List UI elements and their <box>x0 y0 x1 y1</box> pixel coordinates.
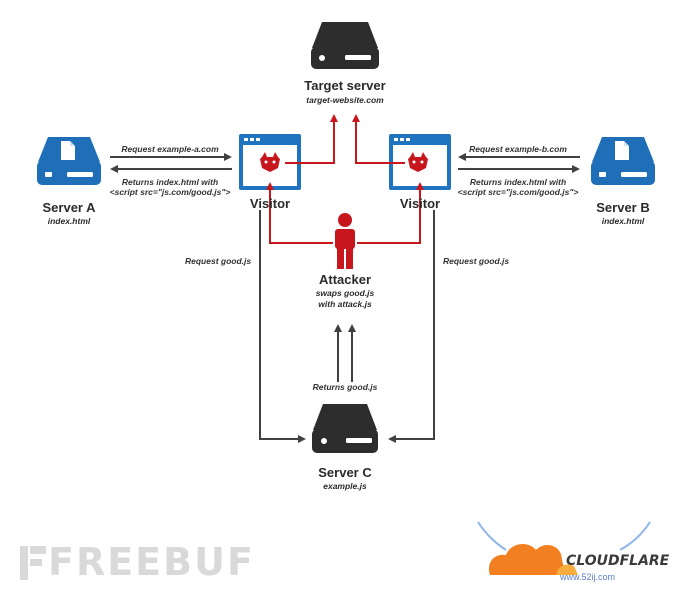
target-server-icon <box>311 22 379 69</box>
server-a-icon <box>37 137 101 185</box>
server-b-visitor-arrows <box>458 153 580 173</box>
returns-index-b-label-line1: Returns index.html with <box>469 177 567 187</box>
cloudflare-logo-icon <box>477 521 651 575</box>
server-b-icon <box>591 137 655 185</box>
visitor-right-label: Visitor <box>399 196 441 211</box>
attacker-person-icon <box>335 213 355 269</box>
attacker-title: Attacker <box>318 272 372 287</box>
request-good-js-right-label: Request good.js <box>443 256 510 266</box>
server-c-file: example.js <box>323 481 367 491</box>
freebuf-watermark: FREEBUF <box>48 540 255 584</box>
returns-index-a-label-line2: <script src="js.com/good.js"> <box>109 187 231 197</box>
server-a-visitor-arrows <box>110 153 232 173</box>
request-example-a-label: Request example-a.com <box>121 144 219 154</box>
target-server-domain: target-website.com <box>306 95 384 105</box>
server-a-file: index.html <box>47 216 91 226</box>
request-example-b-label: Request example-b.com <box>469 144 567 154</box>
attacker-desc-line1: swaps good.js <box>315 288 375 298</box>
cloudflare-site-text: www.52ij.com <box>560 572 616 582</box>
attacker-desc-line2: with attack.js <box>318 299 372 309</box>
attack-paths-to-target <box>285 114 405 164</box>
attacker-to-visitors-paths <box>266 182 424 244</box>
devil-icon <box>408 152 428 172</box>
request-good-js-left-label: Request good.js <box>185 256 252 266</box>
server-c-icon <box>312 404 378 453</box>
visitor-to-server-c-paths <box>259 210 435 443</box>
server-c-title: Server C <box>318 465 372 480</box>
cloudflare-brand-text: CLOUDFLARE <box>566 553 670 569</box>
returns-good-js-label: Returns good.js <box>312 382 378 392</box>
server-b-file: index.html <box>601 216 645 226</box>
target-server-title: Target server <box>304 78 386 93</box>
server-a-title: Server A <box>42 200 96 215</box>
returns-index-a-label-line1: Returns index.html with <box>121 177 219 187</box>
devil-icon <box>260 152 280 172</box>
server-c-to-attacker-arrows <box>334 324 356 382</box>
visitor-left-label: Visitor <box>249 196 291 211</box>
server-b-title: Server B <box>596 200 650 215</box>
returns-index-b-label-line2: <script src="js.com/good.js"> <box>457 187 579 197</box>
freebuf-watermark-mark <box>20 546 46 580</box>
